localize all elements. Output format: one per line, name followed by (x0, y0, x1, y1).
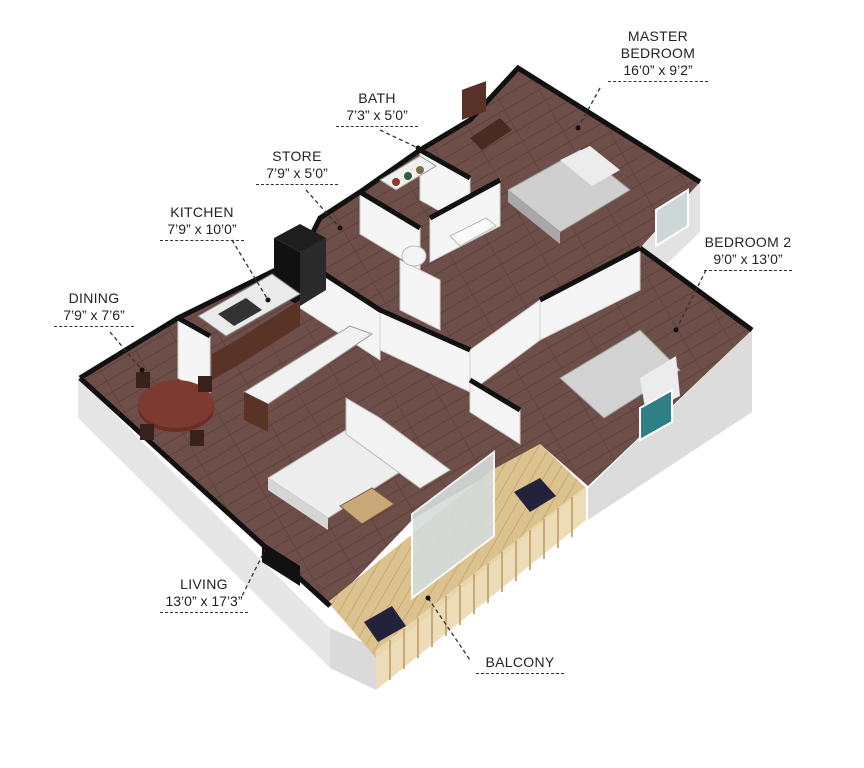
label-balcony: BALCONY (476, 654, 564, 674)
dining-table (136, 372, 214, 446)
room-name: LIVING (180, 576, 228, 592)
room-dimensions: 16’0” x 9’2” (623, 62, 693, 78)
label-bath: BATH 7’3” x 5’0” (336, 90, 418, 127)
dash-underline (256, 184, 338, 185)
room-dimensions: 7’9” x 5’0” (266, 165, 328, 181)
dash-underline (336, 126, 418, 127)
room-name: STORE (272, 148, 322, 164)
label-dining: DINING 7’9” x 7’6” (54, 290, 134, 327)
living-sofa (267, 397, 451, 530)
coffee-table (339, 487, 395, 525)
label-store: STORE 7’9” x 5’0” (256, 148, 338, 185)
dash-underline (160, 612, 248, 613)
room-markers (139, 125, 679, 601)
room-dimensions: 7’9” x 7’6” (63, 307, 125, 323)
room-name: DINING (68, 290, 120, 306)
leader-lines (109, 87, 707, 661)
room-name: MASTER (627, 28, 689, 44)
label-kitchen: KITCHEN 7’9” x 10’0” (160, 204, 244, 241)
kitchen-island (242, 325, 374, 432)
room-dimensions: 13’0” x 17’3” (165, 593, 243, 609)
dash-underline (608, 81, 708, 82)
label-master-bedroom: MASTER BEDROOM 16’0” x 9’2” (608, 28, 708, 82)
master-bed (507, 146, 631, 244)
room-dimensions: 9’0” x 13’0” (713, 251, 783, 267)
bath-fixtures (401, 217, 497, 267)
room-name: BATH (358, 90, 396, 106)
room-name: BEDROOM (620, 45, 696, 61)
master-window (655, 188, 689, 248)
balcony-chairs (364, 478, 556, 642)
master-dresser (462, 81, 512, 150)
room-dimensions: 7’9” x 10’0” (167, 221, 237, 237)
room-name: BEDROOM 2 (704, 234, 792, 250)
room-name: BALCONY (485, 654, 555, 670)
label-living: LIVING 13’0” x 17’3” (160, 576, 248, 613)
dash-underline (54, 326, 134, 327)
store-shelves (379, 155, 437, 191)
dash-underline (476, 673, 564, 674)
kitchen-counter (197, 273, 301, 380)
bedroom2-window (639, 388, 673, 442)
dash-underline (160, 240, 244, 241)
room-dimensions: 7’3” x 5’0” (346, 107, 408, 123)
label-bedroom-2: BEDROOM 2 9’0” x 13’0” (704, 234, 792, 271)
living-tv (262, 542, 300, 586)
dash-underline (704, 270, 792, 271)
room-name: KITCHEN (170, 204, 234, 220)
balcony-doors (411, 449, 495, 601)
